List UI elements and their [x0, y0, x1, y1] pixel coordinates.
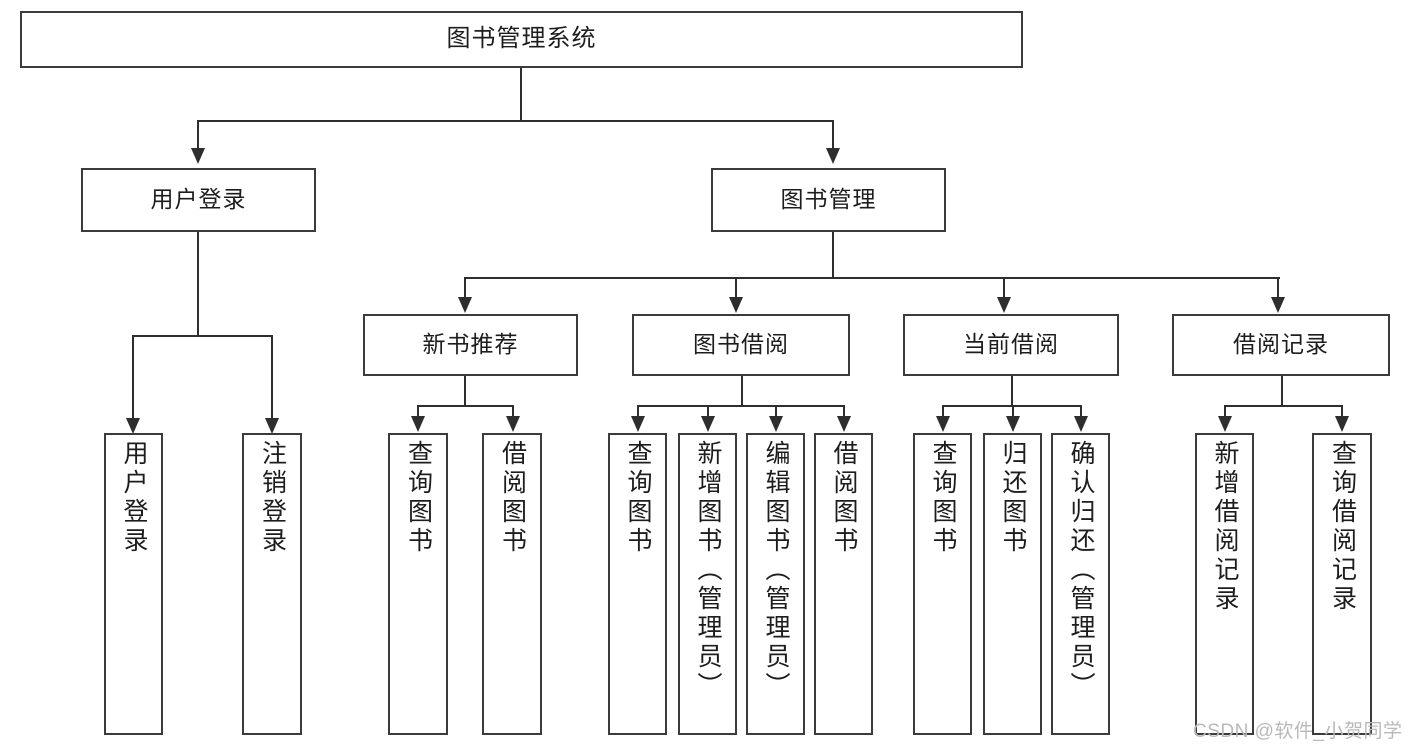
- connector-root-stem: [520, 68, 522, 120]
- node-label: 借阅图书: [830, 440, 858, 556]
- connector-current-borrow-stem: [1011, 376, 1013, 405]
- leaf-edit-book-admin[interactable]: 编辑图书（管理员）: [746, 433, 805, 735]
- arrow-user-login-c2: [265, 418, 279, 434]
- connector-borrow-record-c2: [1341, 405, 1343, 418]
- node-label: 图书借阅: [693, 331, 789, 358]
- connector-new-book-rec-stem: [464, 376, 466, 405]
- connector-book-manage-c2: [735, 277, 737, 299]
- arrow-book-manage-c1: [458, 297, 472, 313]
- connector-new-book-rec-bar: [417, 405, 514, 407]
- leaf-user-login[interactable]: 用户登录: [104, 433, 163, 735]
- node-label: 查询图书: [624, 440, 652, 556]
- connector-book-manage-bar: [464, 277, 1280, 279]
- node-new-book-recommendation[interactable]: 新书推荐: [363, 314, 578, 376]
- node-book-borrow[interactable]: 图书借阅: [632, 314, 850, 376]
- connector-book-borrow-c1: [637, 405, 639, 418]
- connector-new-book-rec-c1: [417, 405, 419, 418]
- leaf-add-borrow-record[interactable]: 新增借阅记录: [1195, 433, 1254, 735]
- connector-user-login-stem: [197, 232, 199, 335]
- node-label: 确认归还（管理员）: [1067, 440, 1095, 701]
- node-label: 查询借阅记录: [1328, 440, 1357, 614]
- connector-borrow-record-c1: [1224, 405, 1226, 418]
- connector-current-borrow-bar: [942, 405, 1081, 407]
- node-label: 借阅图书: [498, 440, 527, 556]
- node-label: 新书推荐: [422, 331, 519, 358]
- node-label: 图书管理系统: [446, 25, 597, 53]
- arrow-borrow-record-c2: [1335, 416, 1349, 432]
- connector-book-borrow-c3: [775, 405, 777, 418]
- node-label: 用户登录: [120, 440, 148, 556]
- node-label: 用户登录: [150, 186, 247, 213]
- arrow-book-manage-c2: [729, 297, 743, 313]
- connector-book-borrow-c2: [707, 405, 709, 418]
- node-current-borrow[interactable]: 当前借阅: [903, 314, 1119, 376]
- leaf-confirm-return-admin[interactable]: 确认归还（管理员）: [1051, 433, 1110, 735]
- connector-new-book-rec-c2: [512, 405, 514, 418]
- arrow-current-borrow-c2: [1006, 416, 1020, 432]
- arrow-book-manage-c3: [997, 297, 1011, 313]
- connector-root-to-user-login: [197, 120, 199, 148]
- connector-borrow-record-stem: [1281, 376, 1283, 405]
- node-label: 借阅记录: [1233, 331, 1329, 358]
- node-label: 查询图书: [404, 440, 433, 556]
- arrow-book-manage-c4: [1271, 297, 1285, 313]
- connector-book-borrow-bar: [637, 405, 844, 407]
- connector-borrow-record-bar: [1224, 405, 1342, 407]
- node-label: 编辑图书（管理员）: [762, 440, 790, 701]
- connector-user-login-bar: [132, 335, 273, 337]
- node-borrow-record[interactable]: 借阅记录: [1172, 314, 1390, 376]
- leaf-logout[interactable]: 注销登录: [242, 433, 302, 735]
- connector-current-borrow-c1: [942, 405, 944, 418]
- node-label: 注销登录: [258, 440, 287, 556]
- leaf-borrow-book-2[interactable]: 借阅图书: [814, 433, 873, 735]
- connector-user-login-c2: [271, 335, 273, 418]
- leaf-query-book-1[interactable]: 查询图书: [388, 433, 448, 735]
- node-root-book-management-system[interactable]: 图书管理系统: [20, 11, 1023, 68]
- leaf-borrow-book-1[interactable]: 借阅图书: [482, 433, 542, 735]
- connector-book-borrow-c4: [843, 405, 845, 418]
- arrow-book-borrow-c2: [701, 416, 715, 432]
- node-label: 查询图书: [929, 440, 957, 556]
- connector-root-to-book-manage: [832, 120, 834, 148]
- node-label: 新增借阅记录: [1211, 440, 1239, 614]
- arrow-book-borrow-c4: [837, 416, 851, 432]
- node-label: 归还图书: [999, 440, 1027, 556]
- node-book-manage[interactable]: 图书管理: [711, 168, 946, 232]
- connector-root-bar: [197, 120, 834, 122]
- arrow-user-login-c1: [126, 418, 140, 434]
- leaf-query-borrow-record[interactable]: 查询借阅记录: [1312, 433, 1372, 735]
- arrow-root-to-book-manage: [826, 148, 840, 164]
- arrow-current-borrow-c3: [1074, 416, 1088, 432]
- leaf-return-book[interactable]: 归还图书: [983, 433, 1042, 735]
- arrow-root-to-user-login: [191, 148, 205, 164]
- node-label: 当前借阅: [963, 331, 1059, 358]
- leaf-add-book-admin[interactable]: 新增图书（管理员）: [678, 433, 737, 735]
- node-user-login[interactable]: 用户登录: [81, 168, 316, 232]
- connector-book-borrow-stem: [741, 376, 743, 405]
- connector-current-borrow-c2: [1012, 405, 1014, 418]
- arrow-new-book-rec-c2: [506, 416, 520, 432]
- arrow-book-borrow-c3: [769, 416, 783, 432]
- node-label: 新增图书（管理员）: [694, 440, 722, 701]
- connector-book-manage-c1: [464, 277, 466, 299]
- arrow-book-borrow-c1: [631, 416, 645, 432]
- arrow-borrow-record-c1: [1218, 416, 1232, 432]
- node-label: 图书管理: [780, 186, 877, 213]
- connector-book-manage-c3: [1003, 277, 1005, 299]
- arrow-new-book-rec-c1: [411, 416, 425, 432]
- connector-current-borrow-c3: [1080, 405, 1082, 418]
- connector-book-manage-stem: [832, 232, 834, 277]
- leaf-query-book-2[interactable]: 查询图书: [608, 433, 667, 735]
- connector-book-manage-c4: [1277, 277, 1279, 299]
- connector-user-login-c1: [132, 335, 134, 418]
- leaf-query-book-3[interactable]: 查询图书: [913, 433, 972, 735]
- arrow-current-borrow-c1: [936, 416, 950, 432]
